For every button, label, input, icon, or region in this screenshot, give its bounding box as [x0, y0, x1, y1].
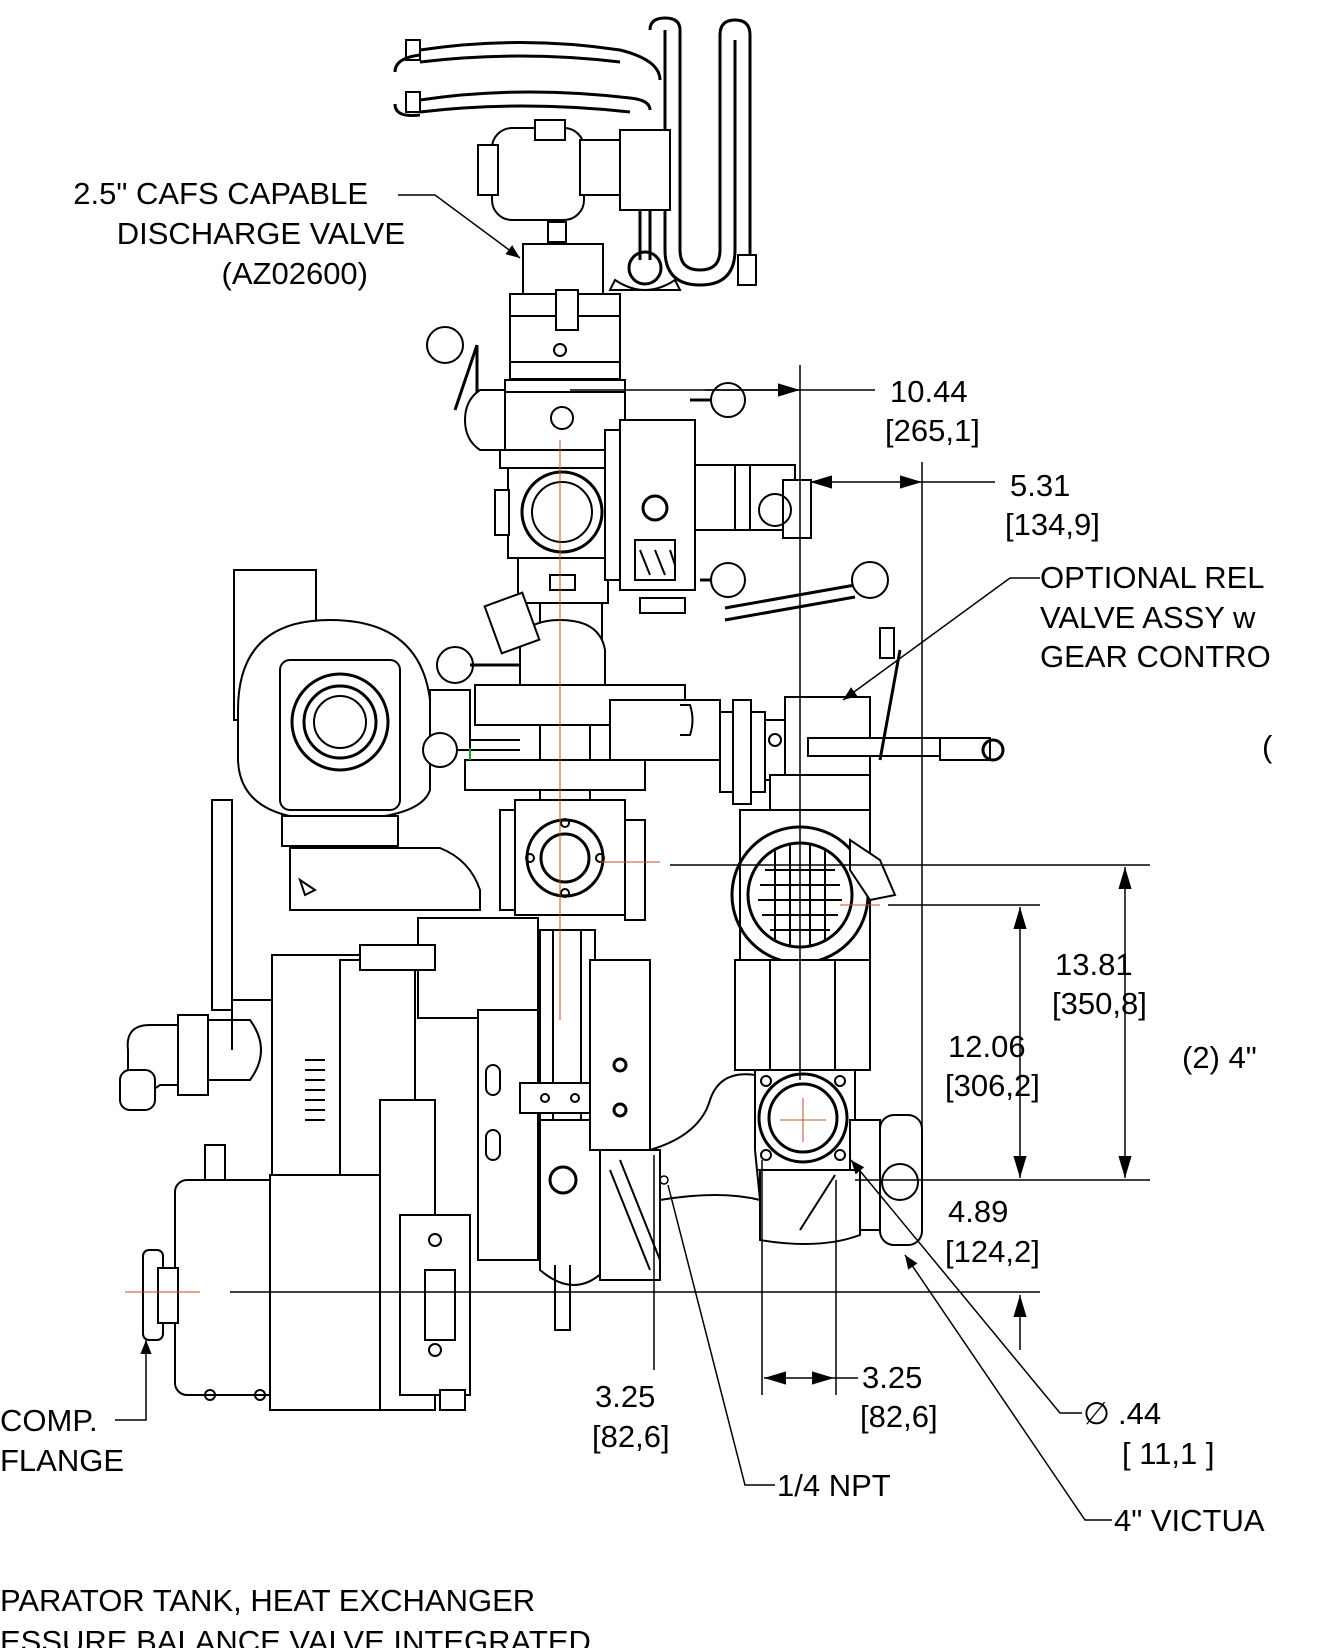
dimension-metric: [82,6]: [592, 1419, 670, 1454]
note-line-2: ESSURE BALANCE VALVE INTEGRATED: [0, 1624, 591, 1648]
dimension-value: 10.44: [890, 374, 968, 409]
dimension-d3-label: 13.81 [350,8]: [1052, 947, 1147, 1021]
callout-npt: 1/4 NPT: [777, 1468, 891, 1503]
dimension-d5-label: 4.89 [124,2]: [945, 1194, 1040, 1269]
discharge-valve-line-2: DISCHARGE VALVE: [117, 216, 405, 251]
dimension-value: 4.89: [948, 1194, 1008, 1229]
relief-valve-line-1: OPTIONAL REL: [1040, 560, 1265, 595]
paren-fragment: (: [1262, 729, 1273, 764]
dimension-metric: [306,2]: [945, 1068, 1040, 1103]
valve-actuator: [477, 119, 682, 291]
relief-valve-assembly: [730, 627, 1005, 1246]
diameter-symbol-icon: ∅: [1083, 1396, 1110, 1431]
callout-comp-flange: COMP. FLANGE: [0, 1403, 124, 1478]
relief-valve-line-3: GEAR CONTRO: [1040, 639, 1271, 674]
hole-diameter-metric: [ 11,1 ]: [1122, 1436, 1215, 1471]
dimension-metric: [350,8]: [1052, 986, 1147, 1021]
dimension-value: 12.06: [948, 1029, 1026, 1064]
dimension-d2-label: 5.31 [134,9]: [1005, 468, 1100, 542]
callout-hole-diameter: ∅ .44 [ 11,1 ]: [1083, 1396, 1215, 1471]
callout-relief-valve: OPTIONAL REL VALVE ASSY w GEAR CONTRO: [1040, 560, 1271, 674]
discharge-valve-line-1: 2.5" CAFS CAPABLE: [73, 176, 368, 211]
discharge-valve-body: [426, 243, 626, 469]
middle-valve-cluster: [494, 382, 889, 654]
dimension-d4-label: 12.06 [306,2]: [945, 1029, 1040, 1103]
discharge-valve-line-3: (AZ02600): [222, 256, 368, 291]
notes: PARATOR TANK, HEAT EXCHANGER ESSURE BALA…: [0, 1583, 591, 1648]
callout-victualic: 4" VICTUA: [1114, 1503, 1265, 1538]
dimension-metric: [124,2]: [945, 1234, 1040, 1269]
hole-diameter-value: .44: [1118, 1396, 1161, 1431]
gearbox: [119, 999, 471, 1411]
dimension-value: 5.31: [1010, 468, 1070, 503]
callout-discharge-valve: 2.5" CAFS CAPABLE DISCHARGE VALVE (AZ026…: [73, 176, 405, 291]
dimension-arrows: [570, 383, 1132, 1385]
dimension-value: 3.25: [862, 1360, 922, 1395]
comp-flange-line-2: FLANGE: [0, 1443, 124, 1478]
dimension-metric: [82,6]: [860, 1399, 938, 1434]
dimension-d1-label: 10.44 [265,1]: [885, 374, 980, 448]
dimension-metric: [265,1]: [885, 413, 980, 448]
hose-loop: [393, 16, 757, 287]
comp-flange-line-1: COMP.: [0, 1403, 98, 1438]
left-impeller-housing: [211, 569, 520, 1011]
dimension-metric: [134,9]: [1005, 507, 1100, 542]
dimension-value: 3.25: [595, 1379, 655, 1414]
victaulic-fragment: (2) 4": [1182, 1040, 1257, 1075]
leader-lines: [115, 194, 1112, 1521]
extension-lines: [230, 365, 1150, 1395]
dimension-value: 13.81: [1055, 947, 1133, 982]
relief-valve-line-2: VALVE ASSY w: [1040, 600, 1256, 635]
dimension-d6-label: 3.25 [82,6]: [592, 1379, 670, 1454]
note-line-1: PARATOR TANK, HEAT EXCHANGER: [0, 1583, 535, 1618]
dimension-d7-label: 3.25 [82,6]: [860, 1360, 938, 1434]
center-manifold: [464, 591, 786, 929]
